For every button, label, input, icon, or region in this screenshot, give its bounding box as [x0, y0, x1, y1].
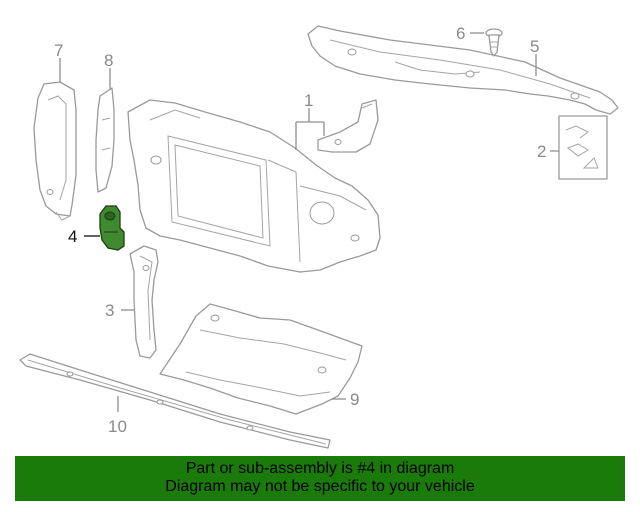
part-2-bracket-kit[interactable] [558, 115, 608, 180]
callout-labels: 1 2 3 4 5 6 7 8 9 10 [54, 24, 546, 436]
parts-diagram: 1 2 3 4 5 6 7 8 9 10 [19, 24, 619, 449]
banner-line-2: Diagram may not be specific to your vehi… [165, 478, 475, 495]
callout-1: 1 [304, 91, 313, 110]
part-1-radiator-support[interactable] [127, 99, 381, 273]
callout-2: 2 [537, 142, 546, 161]
part-10-lower-tie-bar[interactable] [19, 353, 331, 449]
part-4-bracket-highlighted[interactable] [99, 205, 125, 251]
part-9-splash-shield[interactable] [159, 303, 363, 415]
callout-10: 10 [108, 417, 127, 436]
callout-5: 5 [530, 37, 539, 56]
callout-8: 8 [104, 51, 113, 70]
callout-4: 4 [68, 227, 77, 246]
part-3-vertical-support[interactable] [129, 245, 159, 359]
part-6-fastener[interactable] [485, 28, 503, 57]
banner-line-1: Part or sub-assembly is #4 in diagram [185, 460, 455, 477]
part-7-side-panel[interactable] [33, 81, 77, 221]
leader-lines [59, 32, 559, 412]
part-5-tie-bar[interactable] [307, 25, 619, 115]
leader-1 [295, 108, 325, 150]
callout-3: 3 [105, 301, 114, 320]
part-1-bracket[interactable] [317, 99, 379, 153]
callout-6: 6 [456, 24, 465, 43]
callout-9: 9 [350, 390, 359, 409]
part-8-bracket[interactable] [95, 87, 115, 193]
callout-7: 7 [54, 41, 63, 60]
info-banner: Part or sub-assembly is #4 in diagram Di… [15, 456, 625, 501]
